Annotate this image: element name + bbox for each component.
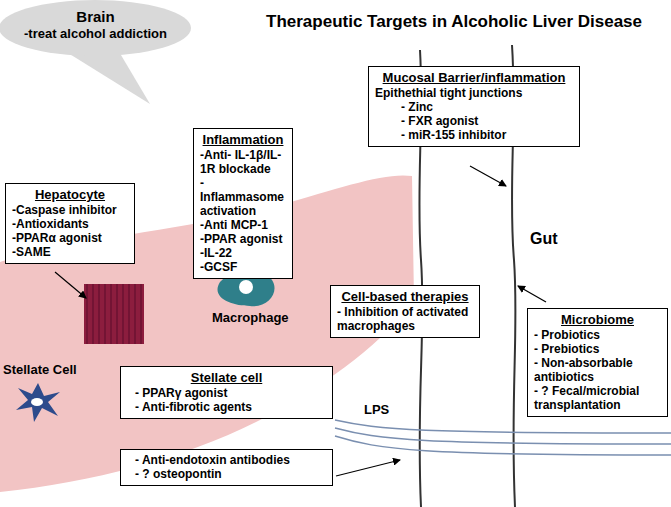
target-box: Hepatocyte-Caspase inhibitor-Antioxidant… bbox=[5, 183, 135, 264]
organ-label: Gut bbox=[530, 230, 558, 248]
brain-bubble-text: Brain-treat alcohol addiction bbox=[8, 8, 183, 42]
cell-label: Macrophage bbox=[212, 310, 289, 325]
target-box: Microbiome- Probiotics- Prebiotics- Non-… bbox=[527, 308, 668, 417]
box-item: -IL-22 bbox=[200, 246, 286, 260]
box-item: -Anti- IL-1β/IL-1R blockade bbox=[200, 148, 286, 176]
box-heading: Cell-based therapies bbox=[337, 289, 473, 304]
target-box: Cell-based therapies- Inhibition of acti… bbox=[330, 285, 480, 338]
box-item: - Inhibition of activated macrophages bbox=[337, 305, 473, 333]
box-item: -GCSF bbox=[200, 260, 286, 274]
hepatocyte-cell bbox=[84, 284, 144, 344]
box-item: -PPARα agonist bbox=[12, 231, 128, 245]
box-heading: Stellate cell bbox=[127, 370, 326, 385]
portal-vessel bbox=[335, 420, 671, 433]
portal-vessel bbox=[335, 436, 671, 455]
box-heading: Hepatocyte bbox=[12, 187, 128, 202]
diagram-title: Therapeutic Targets in Alcoholic Liver D… bbox=[266, 12, 642, 32]
box-heading: Microbiome bbox=[534, 312, 661, 327]
box-item: - Probiotics bbox=[534, 328, 661, 342]
stellate-cell bbox=[16, 383, 60, 422]
stellate-nucleus bbox=[31, 398, 43, 406]
box-item: - Zinc bbox=[375, 100, 573, 114]
box-item: - Prebiotics bbox=[534, 342, 661, 356]
target-box: Inflammation-Anti- IL-1β/IL-1R blockade-… bbox=[193, 128, 293, 279]
box-heading: Brain bbox=[8, 8, 183, 26]
brain-bubble bbox=[0, 0, 191, 56]
box-item: - ? osteopontin bbox=[127, 467, 326, 481]
pointer-arrow bbox=[55, 272, 86, 298]
box-item: Epithethial tight junctions bbox=[375, 86, 573, 100]
target-box: - Anti-endotoxin antibodies- ? osteopont… bbox=[120, 449, 333, 486]
pointer-arrow bbox=[336, 460, 400, 476]
target-box: Mucosal Barrier/inflammationEpithethial … bbox=[368, 66, 580, 147]
box-item: - ? Fecal/microbial transplantation bbox=[534, 384, 661, 412]
pointer-arrow bbox=[470, 166, 506, 186]
box-item: -Caspase inhibitor bbox=[12, 203, 128, 217]
box-item: -PPAR agonist bbox=[200, 232, 286, 246]
portal-vessel bbox=[335, 428, 671, 444]
macrophage-nucleus bbox=[239, 280, 253, 294]
box-item: - Non-absorbable antibiotics bbox=[534, 356, 661, 384]
signal-label: LPS bbox=[364, 402, 389, 417]
box-item: - Anti-fibrotic agents bbox=[127, 400, 326, 414]
box-item: -treat alcohol addiction bbox=[8, 26, 183, 42]
box-item: - miR-155 inhibitor bbox=[375, 128, 573, 142]
box-heading: Mucosal Barrier/inflammation bbox=[375, 70, 573, 85]
box-item: - Anti-endotoxin antibodies bbox=[127, 453, 326, 467]
box-item: - PPARγ agonist bbox=[127, 386, 326, 400]
cell-label: Stellate Cell bbox=[3, 362, 77, 377]
pointer-arrow bbox=[518, 286, 546, 302]
target-box: Stellate cell- PPARγ agonist- Anti-fibro… bbox=[120, 366, 333, 419]
box-item: -Antioxidants bbox=[12, 217, 128, 231]
box-item: -SAME bbox=[12, 245, 128, 259]
box-item: -Inflammasome activation bbox=[200, 176, 286, 218]
box-item: - FXR agonist bbox=[375, 114, 573, 128]
bubble-tail bbox=[60, 48, 150, 104]
box-item: -Anti MCP-1 bbox=[200, 218, 286, 232]
box-heading: Inflammation bbox=[200, 132, 286, 147]
